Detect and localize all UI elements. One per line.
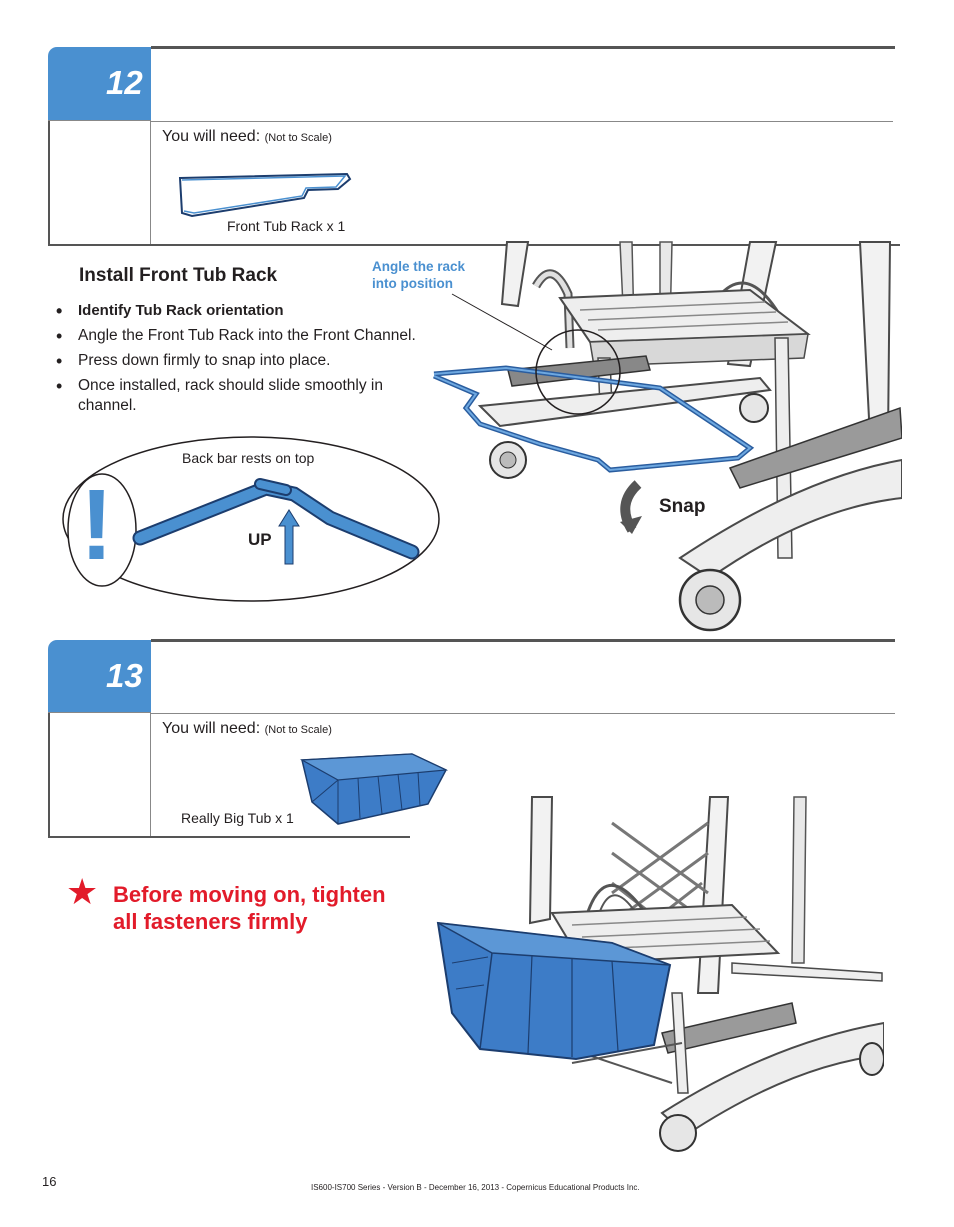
page-number: 16 xyxy=(42,1174,57,1189)
step-13-sub-rule xyxy=(151,713,895,714)
step-13-divider xyxy=(150,712,151,838)
back-bar-detail-oval xyxy=(62,436,440,602)
step-12-bottom-rule xyxy=(48,244,900,246)
angle-note-line-1: Angle the rack xyxy=(372,259,466,274)
step-12-left-rule xyxy=(48,120,50,246)
really-big-tub-caption: Really Big Tub x 1 xyxy=(181,810,294,826)
step-13-you-will-need: You will need: (Not to Scale) xyxy=(162,720,332,738)
star-icon: ★ xyxy=(66,871,99,912)
front-tub-rack-caption: Front Tub Rack x 1 xyxy=(227,218,346,234)
you-will-need-label: You will need: xyxy=(162,128,261,145)
step-12-bullet-list: Identify Tub Rack orientation Angle the … xyxy=(54,301,434,421)
footer-text: IS600-IS700 Series - Version B - Decembe… xyxy=(311,1183,640,1192)
warning-line-2: all fasteners firmly xyxy=(113,909,308,934)
step-13-left-rule xyxy=(48,712,50,838)
step-12-divider xyxy=(150,120,151,246)
step-13-left-bottom-corner xyxy=(48,712,151,713)
back-bar-caption: Back bar rests on top xyxy=(182,450,315,466)
step-13-number: 13 xyxy=(106,657,143,694)
step-12-left-bottom-corner xyxy=(48,120,151,121)
step-13-badge: 13 xyxy=(48,640,151,713)
angle-rack-note: Angle the rack into position xyxy=(372,258,465,292)
bullet-angle-rack: Angle the Front Tub Rack into the Front … xyxy=(54,326,434,346)
step-12-top-rule xyxy=(151,46,895,49)
up-label: UP xyxy=(248,530,272,549)
cart-with-front-rack-illustration xyxy=(433,241,902,632)
angle-note-line-2: into position xyxy=(372,276,453,291)
cart-with-tub-illustration xyxy=(436,796,884,1152)
bullet-identify-orientation: Identify Tub Rack orientation xyxy=(54,301,434,321)
exclamation-icon: ! xyxy=(80,469,114,581)
step-12-badge: 12 xyxy=(48,47,151,120)
step-13-bottom-rule xyxy=(48,836,410,838)
step-12-sub-rule xyxy=(151,121,893,122)
bullet-slide-smoothly: Once installed, rack should slide smooth… xyxy=(54,376,434,416)
step-12-number: 12 xyxy=(106,64,143,101)
tighten-fasteners-warning: Before moving on, tighten all fasteners … xyxy=(113,881,386,935)
step-13-top-rule xyxy=(151,639,895,642)
really-big-tub-part-image xyxy=(299,753,448,825)
warning-line-1: Before moving on, tighten xyxy=(113,882,386,907)
not-to-scale-label: (Not to Scale) xyxy=(264,132,332,144)
not-to-scale-label: (Not to Scale) xyxy=(264,724,332,736)
you-will-need-label: You will need: xyxy=(162,720,261,737)
install-front-tub-rack-title: Install Front Tub Rack xyxy=(79,265,278,286)
bullet-press-down: Press down firmly to snap into place. xyxy=(54,351,434,371)
step-12-you-will-need: You will need: (Not to Scale) xyxy=(162,128,332,146)
front-tub-rack-part-image xyxy=(178,172,352,218)
snap-label: Snap xyxy=(659,496,706,517)
